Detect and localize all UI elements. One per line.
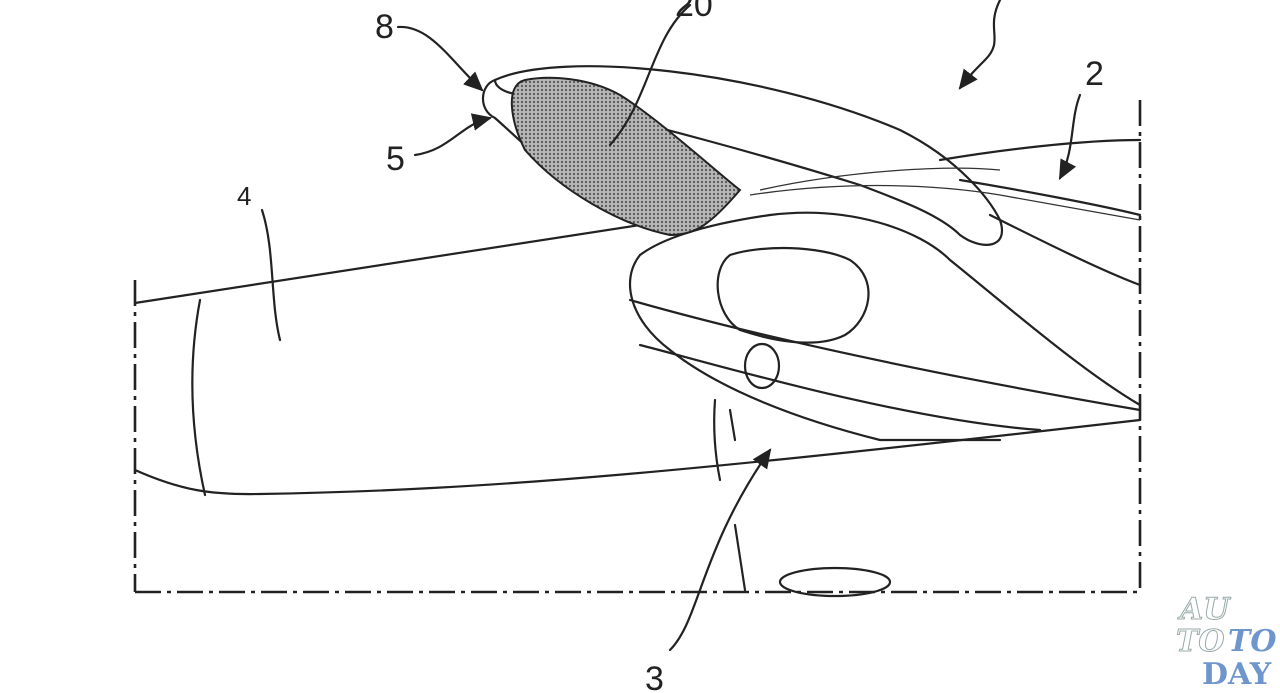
watermark-line2b: TO	[1228, 624, 1277, 659]
ref-label-2: 2	[1085, 55, 1104, 93]
watermark-line3: DAY	[1202, 657, 1272, 692]
watermark-line2a: TO	[1175, 624, 1225, 659]
ref-label-20: 20	[675, 0, 713, 24]
ref-label-3: 3	[645, 660, 664, 693]
shaded-element-20	[510, 76, 742, 237]
leader-lines	[260, 0, 1082, 652]
ref-label-8: 8	[375, 8, 394, 46]
ref-label-4: 4	[237, 181, 251, 211]
watermark-line1: AU	[1179, 592, 1230, 627]
ref-label-5: 5	[386, 140, 405, 178]
vehicle-body	[133, 223, 1142, 497]
boundary-lines	[133, 100, 1142, 594]
